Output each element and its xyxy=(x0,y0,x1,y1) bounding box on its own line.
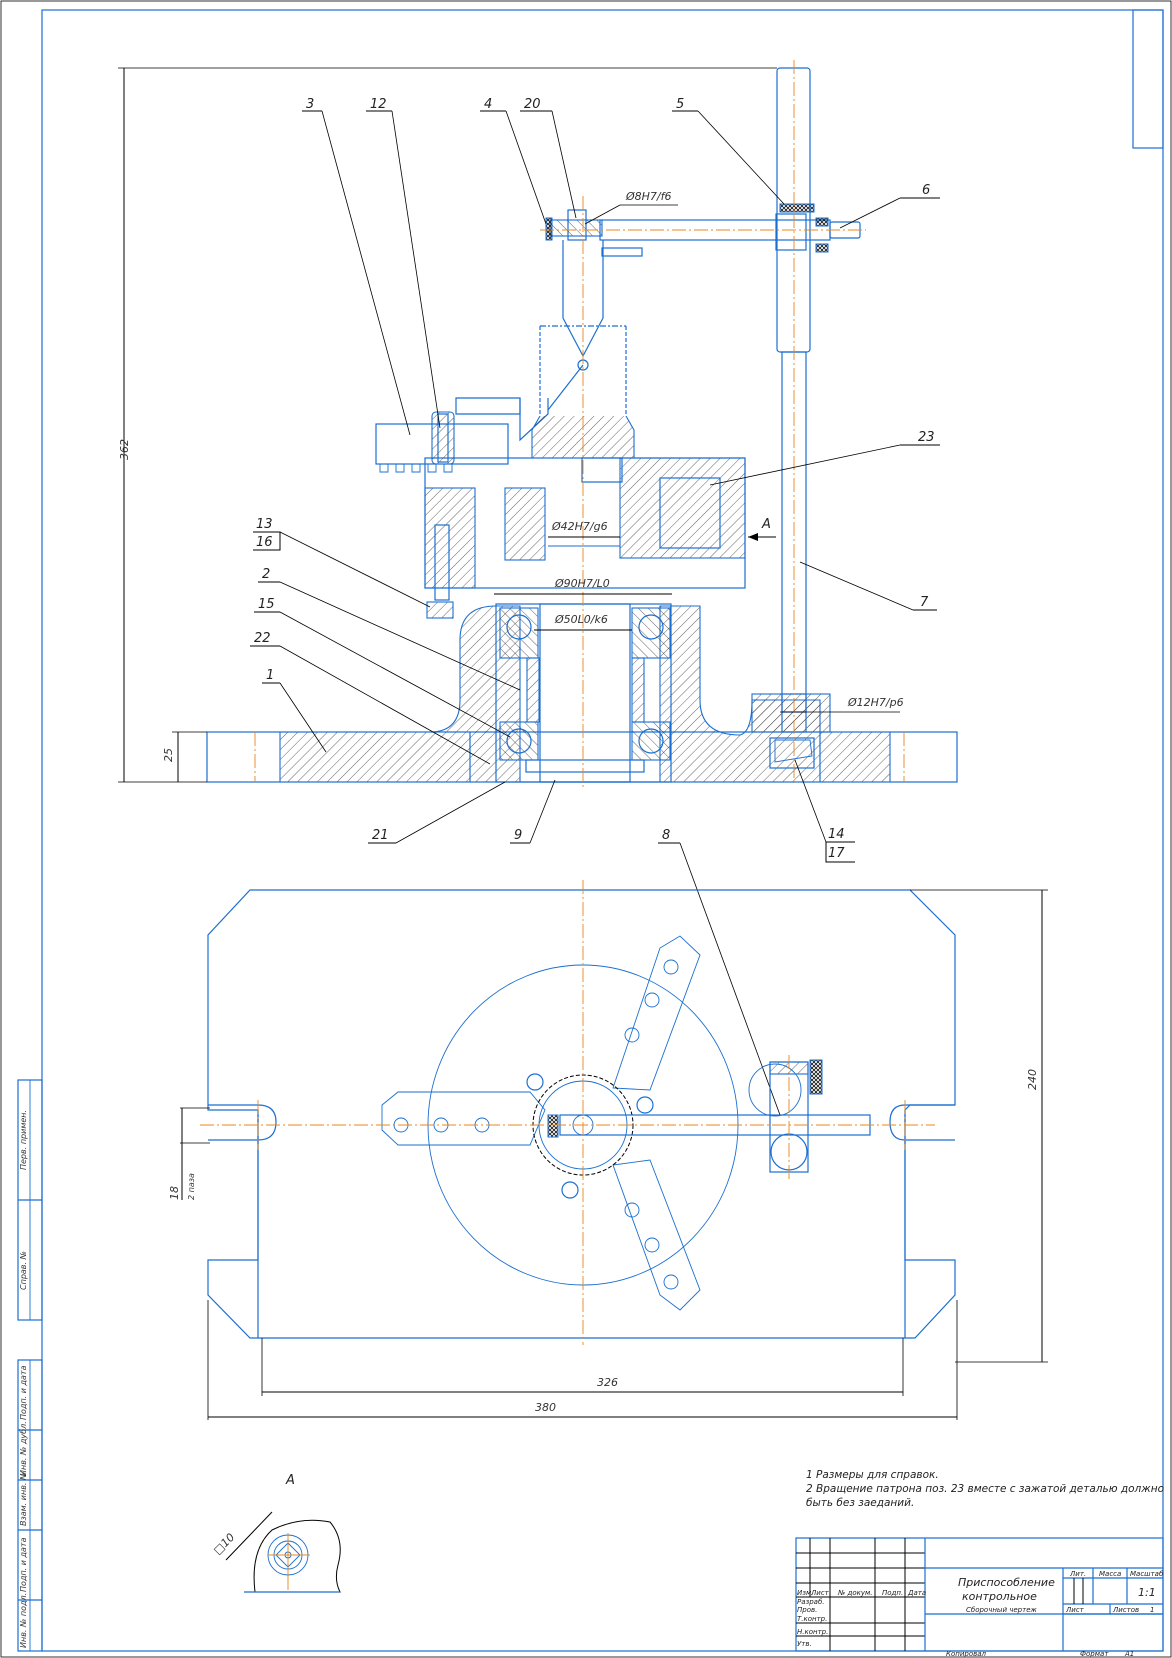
dim-slot: 18 2 паза xyxy=(168,1107,210,1200)
callout-6: 6 xyxy=(922,183,930,198)
section-arrow-label: A xyxy=(761,517,771,532)
stamp-label: Взам. инв. № xyxy=(19,1472,28,1526)
svg-text:Изм.: Изм. xyxy=(797,1589,813,1597)
svg-text:Лист: Лист xyxy=(810,1589,830,1597)
top-right-stamp-box xyxy=(1132,9,1164,149)
svg-text:Н.контр.: Н.контр. xyxy=(797,1628,828,1636)
jaw-arm xyxy=(612,1159,701,1311)
svg-text:□10: □10 xyxy=(211,1531,237,1557)
callout-12: 12 xyxy=(370,97,387,112)
svg-text:240: 240 xyxy=(1026,1069,1039,1090)
svg-text:326: 326 xyxy=(597,1376,618,1389)
dim-240: 240 xyxy=(910,889,1048,1363)
fit-12: Ø12H7/p6 xyxy=(847,696,904,709)
svg-text:Т.контр.: Т.контр. xyxy=(797,1615,827,1623)
note-1: 1 Размеры для справок. xyxy=(806,1469,939,1481)
svg-text:Листов: Листов xyxy=(1112,1606,1139,1614)
format-value: A1 xyxy=(1124,1650,1134,1658)
callout-21: 21 xyxy=(372,828,389,843)
fit-90: Ø90H7/L0 xyxy=(554,577,610,590)
stamp-label: Перв. примен. xyxy=(19,1110,28,1170)
svg-text:Лист: Лист xyxy=(1065,1606,1085,1614)
dim-362: 362 xyxy=(118,67,777,783)
svg-text:362: 362 xyxy=(118,439,131,460)
callout-9: 9 xyxy=(514,828,522,843)
view-a-label: A xyxy=(285,1473,295,1488)
fit-annotations: Ø8H7/f6 Ø42H7/g6 Ø90H7/L0 Ø50L0/k6 Ø12H7… xyxy=(494,190,904,713)
fit-42: Ø42H7/g6 xyxy=(551,520,608,533)
callout-20: 20 xyxy=(524,97,541,112)
side-stamp: Перв. примен. Справ. № Подп. и дата Инв.… xyxy=(17,1079,43,1652)
plan-view xyxy=(200,880,956,1345)
jaw-arm xyxy=(612,935,701,1091)
svg-text:25: 25 xyxy=(162,748,175,762)
scale-value: 1:1 xyxy=(1138,1586,1156,1599)
copied-label: Копировал xyxy=(946,1650,987,1658)
svg-text:Масса: Масса xyxy=(1099,1570,1121,1578)
callout-16: 16 xyxy=(256,535,273,550)
callout-3: 3 xyxy=(306,97,314,112)
drawing-title-2: контрольное xyxy=(962,1590,1037,1603)
position-callouts: 3 12 4 20 5 6 23 7 13 16 2 15 22 1 21 9 … xyxy=(250,97,940,1116)
callout-1: 1 xyxy=(266,668,274,683)
callout-14: 14 xyxy=(828,827,845,842)
fit-8: Ø8H7/f6 xyxy=(625,190,672,203)
svg-text:18: 18 xyxy=(168,1186,181,1200)
svg-text:380: 380 xyxy=(535,1401,556,1414)
svg-text:2 паза: 2 паза xyxy=(187,1173,196,1200)
stamp-label: Справ. № xyxy=(19,1251,28,1290)
svg-text:№ докум.: № докум. xyxy=(837,1589,873,1597)
drawing-subtitle: Сборочный чертеж xyxy=(966,1606,1037,1614)
svg-text:Лит.: Лит. xyxy=(1069,1570,1086,1578)
svg-text:Подп.: Подп. xyxy=(882,1589,903,1597)
technical-notes: 1 Размеры для справок. 2 Вращение патрон… xyxy=(806,1469,1164,1509)
callout-13: 13 xyxy=(256,517,273,532)
callout-23: 23 xyxy=(918,430,935,445)
stamp-label: Инв. № подл. xyxy=(19,1593,28,1648)
callout-8: 8 xyxy=(662,828,670,843)
drawing-title: Приспособление xyxy=(958,1576,1055,1589)
jaw-arm xyxy=(381,1091,546,1146)
svg-text:Масштаб: Масштаб xyxy=(1130,1570,1164,1578)
svg-text:Утв.: Утв. xyxy=(797,1640,812,1648)
title-block: Изм. Лист № докум. Подп. Дата Разраб. Пр… xyxy=(795,1537,1164,1658)
sheets-count: 1 xyxy=(1150,1606,1154,1614)
note-2: 2 Вращение патрона поз. 23 вместе с зажа… xyxy=(806,1483,1164,1495)
svg-text:Дата: Дата xyxy=(907,1589,926,1597)
callout-22: 22 xyxy=(254,631,271,646)
fit-50: Ø50L0/k6 xyxy=(554,613,608,626)
stamp-label: Подп. и дата xyxy=(19,1537,28,1592)
callout-17: 17 xyxy=(828,846,845,861)
dim-380: 380 xyxy=(207,1300,958,1420)
callout-2: 2 xyxy=(262,567,270,582)
dim-25: 25 xyxy=(162,731,207,782)
callout-15: 15 xyxy=(258,597,275,612)
callout-4: 4 xyxy=(484,97,492,112)
dim-326: 326 xyxy=(261,1338,904,1396)
front-view: A xyxy=(206,60,958,790)
callout-5: 5 xyxy=(676,97,684,112)
svg-text:Пров.: Пров. xyxy=(797,1606,817,1614)
callout-7: 7 xyxy=(920,595,929,610)
svg-text:Разраб.: Разраб. xyxy=(797,1598,825,1606)
note-3: быть без заеданий. xyxy=(806,1497,914,1509)
format-label: Формат xyxy=(1080,1650,1109,1658)
stamp-label: Инв. № дубл. xyxy=(19,1421,28,1476)
view-a: A □10 xyxy=(211,1473,341,1593)
stamp-label: Подп. и дата xyxy=(19,1365,28,1420)
